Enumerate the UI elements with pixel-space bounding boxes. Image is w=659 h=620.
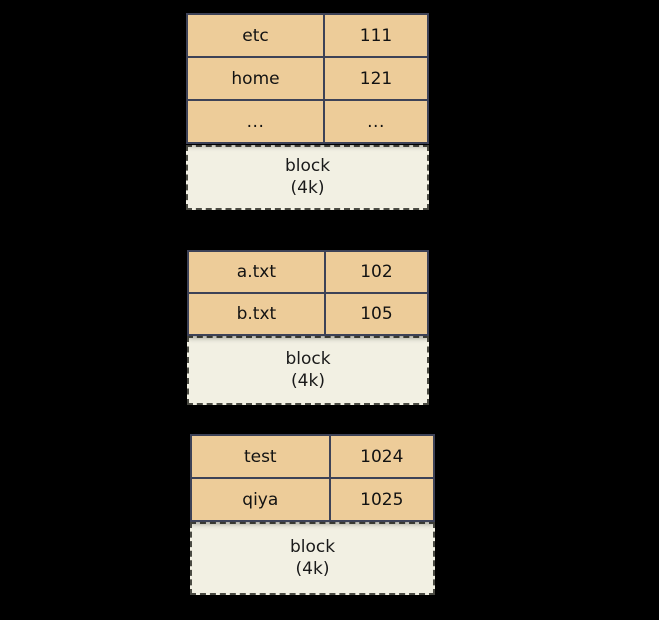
entry-name-cell: b.txt bbox=[187, 292, 326, 336]
entry-name-cell: qiya bbox=[190, 477, 331, 522]
block-box-home: block (4k) bbox=[190, 522, 435, 595]
table-row: etc 111 bbox=[186, 13, 429, 58]
block-label-line1: block bbox=[285, 348, 331, 369]
table-row: a.txt 102 bbox=[187, 250, 430, 294]
block-label-line2: (4k) bbox=[291, 370, 325, 391]
entry-name-cell: test bbox=[190, 434, 331, 479]
entry-inode-cell-ellipsis: ... bbox=[323, 99, 429, 144]
block-label-line2: (4k) bbox=[295, 558, 330, 579]
entry-inode-cell: 105 bbox=[323, 292, 430, 336]
block-label-line1: block bbox=[284, 155, 331, 176]
entry-name-cell: a.txt bbox=[187, 250, 326, 294]
entry-name-cell: home bbox=[186, 56, 325, 101]
table-row: b.txt 105 bbox=[187, 292, 430, 336]
table-row: test 1024 bbox=[190, 434, 436, 479]
table-row: home 121 bbox=[186, 56, 429, 101]
dir-entry-table-home: test 1024 qiya 1025 bbox=[190, 434, 436, 522]
table-row: ... ... bbox=[186, 99, 429, 144]
entry-inode-cell: 121 bbox=[323, 56, 429, 101]
block-box-etc: block (4k) bbox=[187, 336, 429, 405]
dir-entry-table-etc: a.txt 102 b.txt 105 bbox=[187, 250, 430, 336]
table-row: qiya 1025 bbox=[190, 477, 436, 522]
block-label-line1: block bbox=[289, 536, 336, 557]
entry-inode-cell: 102 bbox=[323, 250, 430, 294]
entry-inode-cell: 1025 bbox=[328, 477, 436, 522]
entry-name-cell: etc bbox=[186, 13, 325, 58]
block-box-root: block (4k) bbox=[186, 145, 429, 210]
dir-entry-table-root: etc 111 home 121 ... ... bbox=[186, 13, 429, 144]
entry-inode-cell: 111 bbox=[323, 13, 429, 58]
entry-name-cell-ellipsis: ... bbox=[186, 99, 325, 144]
block-label-line2: (4k) bbox=[290, 177, 325, 198]
entry-inode-cell: 1024 bbox=[328, 434, 436, 479]
